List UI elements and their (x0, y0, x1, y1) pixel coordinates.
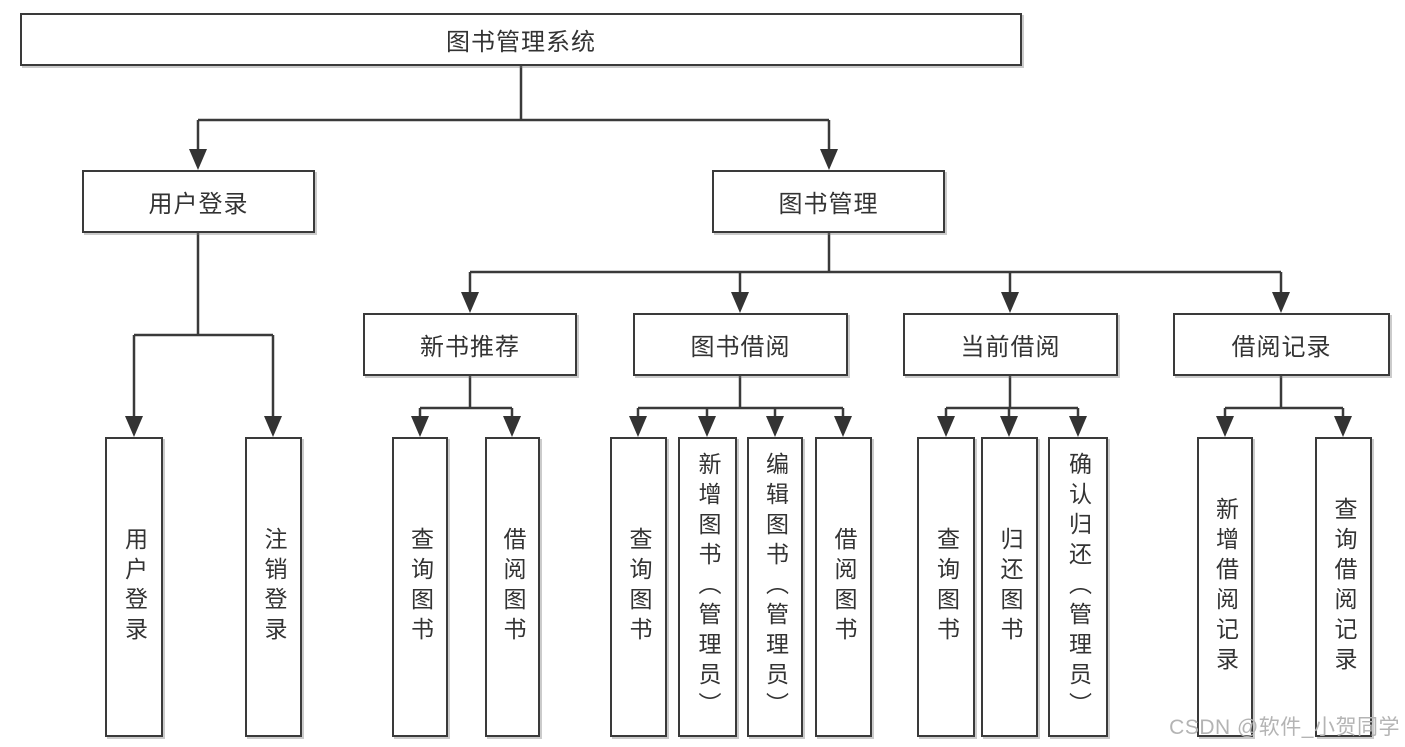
arrow-down-icon (1272, 292, 1290, 313)
connector-book-management-branch (468, 233, 1283, 296)
arrow-down-icon (503, 416, 521, 437)
connector-user-login-branch (132, 233, 275, 420)
leaf-query-books-borrow: 查询图书 (610, 437, 667, 737)
leaf-return-book: 归还图书 (981, 437, 1038, 737)
leaf-confirm-return-admin: 确认归还（管理员） (1048, 437, 1108, 737)
node-new-book-recommend: 新书推荐 (363, 313, 577, 376)
node-current-borrow: 当前借阅 (903, 313, 1118, 376)
leaf-user-login: 用户登录 (105, 437, 163, 737)
arrow-down-icon (1334, 416, 1352, 437)
arrow-down-icon (834, 416, 852, 437)
arrow-down-icon (820, 149, 838, 170)
arrow-down-icon (1000, 416, 1018, 437)
arrow-down-icon (698, 416, 716, 437)
arrow-down-icon (1001, 292, 1019, 313)
arrow-down-icon (1216, 416, 1234, 437)
arrow-down-icon (125, 416, 143, 437)
leaf-borrow-books: 借阅图书 (815, 437, 872, 737)
node-book-management-system: 图书管理系统 (20, 13, 1022, 66)
leaf-query-books-current: 查询图书 (917, 437, 975, 737)
arrow-down-icon (411, 416, 429, 437)
arrow-down-icon (629, 416, 647, 437)
arrow-down-icon (1069, 416, 1087, 437)
node-book-management: 图书管理 (712, 170, 945, 233)
arrowhead-icons (125, 149, 1352, 437)
arrow-down-icon (766, 416, 784, 437)
leaf-borrow-books-recommend: 借阅图书 (485, 437, 540, 737)
watermark: CSDN @软件_小贺同学 (1169, 716, 1400, 739)
node-book-borrow: 图书借阅 (633, 313, 848, 376)
leaf-edit-book-admin: 编辑图书（管理员） (747, 437, 803, 737)
connector-root-to-level2 (196, 66, 831, 152)
node-borrow-records: 借阅记录 (1173, 313, 1390, 376)
connector-book-borrow-branch (636, 376, 845, 420)
connector-borrow-records-branch (1223, 376, 1345, 420)
connector-new-book-branch (418, 376, 514, 420)
arrow-down-icon (189, 149, 207, 170)
leaf-query-borrow-record: 查询借阅记录 (1315, 437, 1372, 737)
arrow-down-icon (937, 416, 955, 437)
arrow-down-icon (264, 416, 282, 437)
arrow-down-icon (461, 292, 479, 313)
node-user-login: 用户登录 (82, 170, 315, 233)
arrow-down-icon (731, 292, 749, 313)
leaf-query-books-recommend: 查询图书 (392, 437, 448, 737)
leaf-logout: 注销登录 (245, 437, 302, 737)
leaf-add-book-admin: 新增图书（管理员） (678, 437, 737, 737)
connector-current-borrow-branch (944, 376, 1080, 420)
leaf-add-borrow-record: 新增借阅记录 (1197, 437, 1253, 737)
